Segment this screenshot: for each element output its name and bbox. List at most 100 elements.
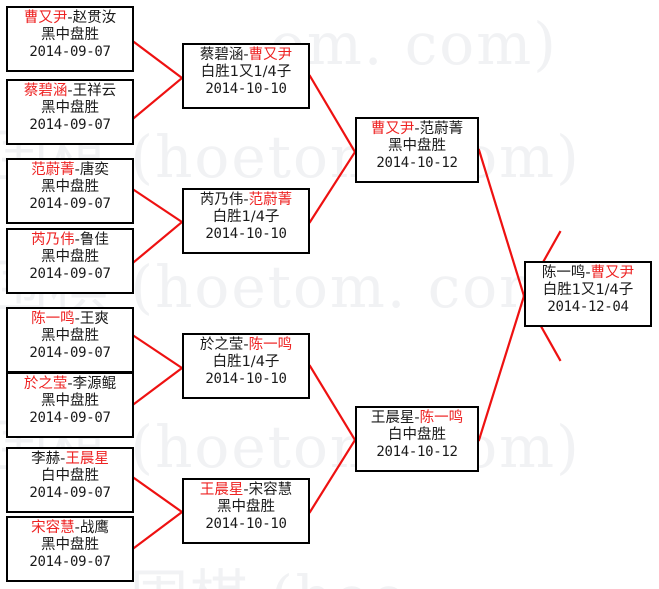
match-date: 2014-10-10 xyxy=(205,516,287,533)
match-result: 白中盘胜 xyxy=(41,468,99,485)
player-right: 唐奕 xyxy=(79,162,109,178)
player-right: 曹又尹 xyxy=(590,265,635,281)
player-separator: - xyxy=(67,376,73,392)
match-players: 王晨星-宋容慧 xyxy=(184,482,308,499)
connector-r1m3-to-r2m2 xyxy=(132,188,184,224)
player-separator: - xyxy=(74,520,80,536)
match-result: 黑中盘胜 xyxy=(41,393,99,410)
match-result: 白胜1又1/4子 xyxy=(542,282,634,299)
player-right: 赵贯汝 xyxy=(72,10,117,26)
connector-r3m1-to-r4m1 xyxy=(477,148,526,298)
player-right: 鲁佳 xyxy=(79,232,109,248)
match-players: 於之莹-陈一鸣 xyxy=(184,337,308,354)
match-players: 芮乃伟-范蔚菁 xyxy=(184,192,308,209)
player-left: 范蔚菁 xyxy=(31,162,75,178)
player-right: 宋容慧 xyxy=(248,482,293,498)
match-players: 范蔚菁-唐奕 xyxy=(8,162,132,179)
match-players: 陈一鸣-曹又尹 xyxy=(526,265,650,282)
player-separator: - xyxy=(243,192,249,208)
connector-r1m6-to-r2m3 xyxy=(132,366,184,406)
player-left: 蔡碧涵 xyxy=(23,83,68,99)
match-result: 白中盘胜 xyxy=(388,427,446,444)
match-result: 黑中盘胜 xyxy=(41,179,99,196)
match-result: 黑中盘胜 xyxy=(388,138,446,155)
player-left: 曹又尹 xyxy=(23,10,68,26)
player-separator: - xyxy=(74,232,80,248)
player-separator: - xyxy=(243,337,249,353)
match-date: 2014-09-07 xyxy=(29,117,111,134)
player-separator: - xyxy=(414,410,420,426)
player-left: 芮乃伟 xyxy=(31,232,75,248)
match-date: 2014-10-12 xyxy=(376,155,458,172)
player-separator: - xyxy=(74,311,80,327)
player-right: 陈一鸣 xyxy=(419,410,464,426)
match-date: 2014-09-07 xyxy=(29,485,111,502)
player-left: 王晨星 xyxy=(199,482,244,498)
player-separator: - xyxy=(243,47,249,63)
match-result: 黑中盘胜 xyxy=(41,27,99,44)
connector-r1m2-to-r2m1 xyxy=(132,76,184,120)
match-date: 2014-10-10 xyxy=(205,371,287,388)
player-separator: - xyxy=(74,162,80,178)
connector-r2m4-to-r3m2 xyxy=(308,438,357,514)
player-separator: - xyxy=(243,482,249,498)
connector-r2m2-to-r3m1 xyxy=(308,150,357,224)
player-right: 王祥云 xyxy=(72,83,117,99)
player-left: 陈一鸣 xyxy=(31,311,75,327)
player-right: 王晨星 xyxy=(65,451,109,467)
player-separator: - xyxy=(67,83,73,99)
match-result: 黑中盘胜 xyxy=(41,537,99,554)
match-players: 蔡碧涵-王祥云 xyxy=(8,83,132,100)
match-date: 2014-09-07 xyxy=(29,44,111,61)
player-separator: - xyxy=(67,10,73,26)
match-players: 芮乃伟-鲁佳 xyxy=(8,232,132,249)
match-result: 白胜1/4子 xyxy=(212,354,280,371)
match-players: 曹又尹-赵贯汝 xyxy=(8,10,132,27)
player-separator: - xyxy=(585,265,591,281)
match-result: 黑中盘胜 xyxy=(41,100,99,117)
player-right: 战鹰 xyxy=(79,520,109,536)
player-right: 李源鲲 xyxy=(72,376,117,392)
connector-r1m7-to-r2m4 xyxy=(132,476,184,514)
match-result: 白胜1又1/4子 xyxy=(200,64,292,81)
player-left: 於之莹 xyxy=(199,337,244,353)
match-players: 陈一鸣-王爽 xyxy=(8,311,132,328)
match-date: 2014-10-10 xyxy=(205,226,287,243)
player-right: 陈一鸣 xyxy=(248,337,293,353)
match-players: 曹又尹-范蔚菁 xyxy=(357,121,477,138)
match-players: 王晨星-陈一鸣 xyxy=(357,410,477,427)
player-left: 曹又尹 xyxy=(370,121,415,137)
connector-r1m1-to-r2m1 xyxy=(132,40,184,80)
player-right: 曹又尹 xyxy=(248,47,293,63)
match-players: 蔡碧涵-曹又尹 xyxy=(184,47,308,64)
player-left: 蔡碧涵 xyxy=(199,47,244,63)
connector-r2m3-to-r3m2 xyxy=(308,364,357,442)
match-result: 黑中盘胜 xyxy=(41,328,99,345)
match-players: 於之莹-李源鲲 xyxy=(8,376,132,393)
match-date: 2014-10-10 xyxy=(205,81,287,98)
player-right: 范蔚菁 xyxy=(248,192,293,208)
match-date: 2014-09-07 xyxy=(29,345,111,362)
watermark-text: om. com) xyxy=(270,10,558,78)
match-players: 宋容慧-战鹰 xyxy=(8,520,132,537)
player-left: 王晨星 xyxy=(370,410,415,426)
match-result: 白胜1/4子 xyxy=(212,209,280,226)
player-separator: - xyxy=(60,451,66,467)
match-date: 2014-09-07 xyxy=(29,196,111,213)
